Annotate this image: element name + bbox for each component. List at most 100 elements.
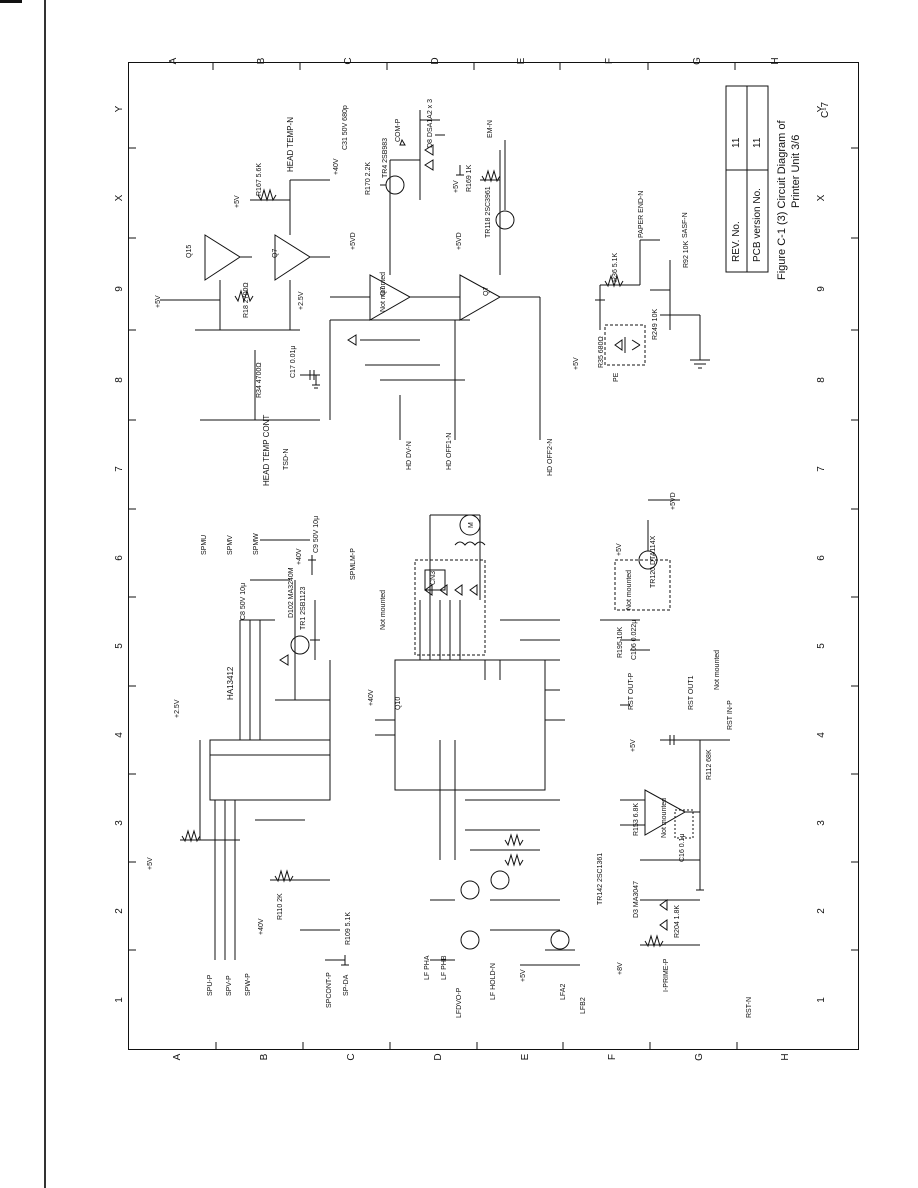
power-label-25v: +2.5V: [298, 291, 305, 311]
part-r249: R249 10K: [652, 308, 659, 340]
part-r36: R36 5.1K: [612, 252, 619, 282]
power-label-5v: +5V: [520, 969, 527, 982]
net-label-sasf: SASF-N: [682, 212, 689, 238]
corner-code: C-7: [820, 101, 831, 118]
net-label-hd-off2: HD OFF2-N: [547, 438, 554, 476]
drawing-frame: [128, 62, 859, 1050]
net-label-rst-out-p: RST OUT-P: [628, 672, 635, 710]
net-label-rst-in: RST IN-P: [727, 700, 734, 730]
net-label-head-temp-cont: HEAD TEMP CONT: [262, 414, 271, 486]
net-label-lfa2: LFA2: [560, 983, 567, 1000]
power-label-5v: +5V: [616, 543, 623, 556]
power-label-5v: +5V: [155, 295, 162, 308]
pcb-version-label: PCB version No.: [752, 188, 763, 262]
net-label-lf-phb: LF PHB: [441, 955, 448, 980]
part-d102: D102 MA3240M: [288, 567, 295, 618]
part-r109: R109 5.1K: [345, 911, 352, 945]
net-label-spcont: SPCONT-P: [326, 972, 333, 1008]
net-label-head-temp: HEAD TEMP-N: [286, 117, 295, 172]
ic-label-q7-c: Q7: [483, 286, 490, 296]
net-label-not-mounted-a: Not mounted: [714, 649, 721, 690]
net-label-hd-off1: HD OFF1-N: [446, 432, 453, 470]
part-c17: C17 0.01μ: [290, 345, 297, 378]
power-label-8v: +8V: [617, 962, 624, 975]
power-label-5v: +5V: [573, 357, 580, 370]
part-r195: R195 10K: [617, 626, 624, 658]
part-r169: R169 1K: [466, 164, 473, 192]
part-r153: R153 6.8K: [633, 802, 640, 836]
power-label-25v: +2.5V: [174, 699, 181, 719]
part-r18: R18 2700Ω: [243, 282, 250, 318]
ic-label-q7-a: Q7: [272, 248, 279, 258]
part-c16: C16 0.1μ: [679, 833, 686, 862]
net-label-spmu: SPMU: [201, 534, 208, 555]
net-label-paper-end: PAPER END-N: [638, 190, 645, 238]
part-pe: PE: [613, 372, 620, 382]
part-r34: R34 4700Ω: [256, 362, 263, 398]
part-tr118: TR118 2SC3961: [485, 186, 492, 238]
net-label-spw: SPW-P: [245, 973, 252, 996]
part-c31: C31 50V 680p: [342, 105, 349, 150]
part-r112: R112 68K: [706, 749, 713, 780]
net-label-rst-n: RST-N: [746, 997, 753, 1018]
net-label-spmw: SPMW: [253, 533, 260, 555]
part-d3: D3 MA3047: [633, 881, 640, 918]
part-r167: R167 5.6K: [256, 162, 263, 196]
corner-mark: [0, 0, 22, 3]
power-label-5v: +5V: [147, 857, 154, 870]
net-label-not-mounted-d: Not mounted: [380, 589, 387, 630]
part-r110: R110 2K: [277, 893, 284, 920]
ic-label-motor: M: [468, 522, 475, 528]
net-label-spmlm: SPMLM-P: [350, 548, 357, 580]
power-label-40v: +40V: [296, 548, 303, 565]
part-tr4: TR4 2SB983: [382, 137, 389, 178]
net-label-em: EM-N: [487, 120, 494, 138]
power-label-40v: +40V: [333, 158, 340, 175]
rev-no-value: 11: [731, 137, 742, 148]
net-label-rst-out1: RST OUT1: [688, 675, 695, 711]
figure-title-line2: Printer Unit 3/6: [790, 134, 802, 208]
net-label-not-mounted-c: Not mounted: [626, 569, 633, 610]
part-tr1: TR1 2SB1123: [300, 586, 307, 630]
part-c8: C8 50V 10μ: [240, 582, 247, 620]
ic-label-q7-b: Q7: [380, 286, 387, 296]
net-label-lfb2: LFB2: [580, 997, 587, 1014]
ic-label-motor-driver: HA13412: [226, 666, 235, 700]
power-label-5v: +5V: [453, 180, 460, 193]
net-label-spmv: SPMV: [227, 535, 234, 555]
part-r35: R35 680Ω: [598, 336, 605, 368]
net-label-spu: SPU-P: [207, 974, 214, 996]
figure-title-line1: Figure C-1 (3) Circuit Diagram of: [776, 120, 788, 280]
part-c9: C9 50V 10μ: [313, 515, 320, 553]
power-label-5vd: +5VD: [670, 492, 677, 510]
net-label-spv: SPV-P: [226, 975, 233, 996]
pcb-version-value: 11: [752, 137, 763, 148]
part-tr120: TR120 DTA114X: [650, 535, 657, 588]
ic-label-q10: Q10: [395, 696, 402, 710]
rev-no-label: REV. No.: [731, 221, 742, 262]
net-label-lfdvo: LFDVO-P: [456, 987, 463, 1018]
part-r92: R92 10K: [683, 240, 690, 268]
net-label-spda: SP-DA: [343, 974, 350, 996]
part-c106: C106 0.022μ: [631, 619, 638, 660]
power-label-5v: +5V: [630, 739, 637, 752]
net-label-com: COM-P: [395, 118, 402, 142]
net-label-lf-pha: LF PHA: [424, 955, 431, 980]
binding-line: [44, 0, 46, 1188]
power-label-5vd: +5VD: [456, 232, 463, 250]
part-r204: R204 1.8K: [674, 904, 681, 938]
net-label-iprime: I-PRIME-P: [663, 958, 670, 992]
ic-label-q15: Q15: [186, 244, 193, 258]
power-label-5v: +5V: [234, 195, 241, 208]
net-label-tsd: TSD-N: [283, 448, 290, 470]
part-tr142: TR142 2SC1361: [597, 852, 604, 905]
power-label-5vd: +5VD: [350, 232, 357, 250]
part-d8: D8 DSA1A2 x 3: [427, 98, 434, 148]
power-label-40v: +40V: [368, 689, 375, 706]
net-label-hd-dv: HD DV-N: [406, 441, 413, 470]
net-label-lf-hold: LF HOLD-N: [490, 963, 497, 1000]
power-label-40v: +40V: [258, 918, 265, 935]
